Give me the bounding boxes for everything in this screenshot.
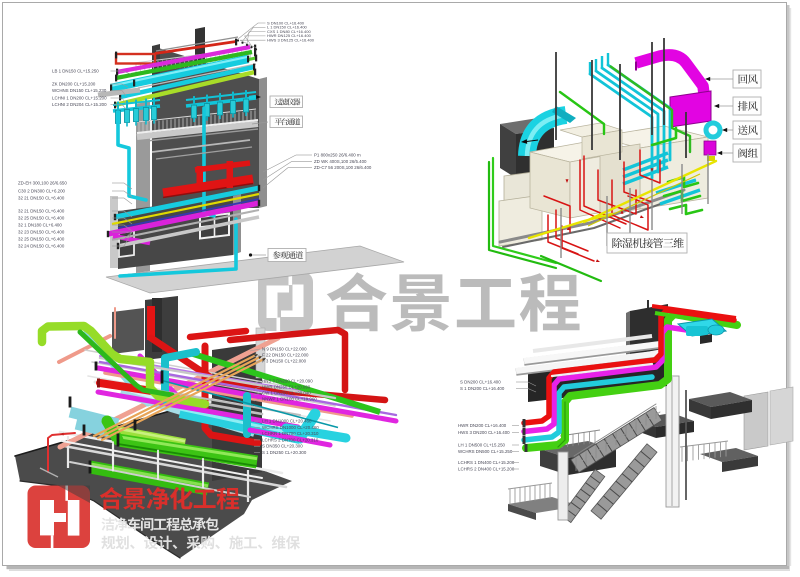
svg-text:HWR DN200 CL+16.400: HWR DN200 CL+16.400 (458, 423, 507, 428)
svg-text:ZD-EH 300,100 26/6.650: ZD-EH 300,100 26/6.650 (18, 181, 67, 186)
svg-text:LCHNI 1 DN200 CL+15.200: LCHNI 1 DN200 CL+15.200 (52, 96, 107, 101)
svg-text:LCHRS 1 DN400 CL+15.200: LCHRS 1 DN400 CL+15.200 (458, 460, 515, 465)
svg-text:LCHRR 1 DN700 CL+20.310: LCHRR 1 DN700 CL+20.310 (262, 431, 319, 436)
svg-text:F 3 DN150 CL+22.000: F 3 DN150 CL+22.000 (262, 359, 307, 364)
svg-text:WCHRS DN1000 CL+20.460: WCHRS DN1000 CL+20.460 (262, 425, 319, 430)
svg-text:32 25 DN150 CL+6.400: 32 25 DN150 CL+6.400 (18, 216, 65, 221)
svg-text:32 21 DN150 CL+6.400: 32 21 DN150 CL+6.400 (18, 209, 65, 214)
svg-text:LB 1 DN150 CL+15.250: LB 1 DN150 CL+15.250 (52, 69, 99, 74)
svg-text:LH 1 DN1000 CL+20.460: LH 1 DN1000 CL+20.460 (262, 419, 312, 424)
svg-text:C30 2 DN300 CL+6.200: C30 2 DN300 CL+6.200 (18, 189, 66, 194)
svg-text:LCHNI 2 DN204 CL+15.200: LCHNI 2 DN204 CL+15.200 (52, 102, 107, 107)
svg-text:32 24 DN150 CL+6.400: 32 24 DN150 CL+6.400 (18, 244, 65, 249)
svg-text:S DN350 CL+20.300: S DN350 CL+20.300 (262, 444, 303, 449)
svg-text:32 1 DN180 CL+6.400: 32 1 DN180 CL+6.400 (18, 223, 62, 228)
svg-text:CXS 1 DN80 CL+16.400: CXS 1 DN80 CL+16.400 (267, 29, 311, 34)
svg-text:HWR DN125 CL+16.400: HWR DN125 CL+16.400 (267, 33, 312, 38)
svg-text:ZD WK 400S,100 26/5.400: ZD WK 400S,100 26/5.400 (314, 159, 367, 164)
svg-text:L 1 DN150 CL+16.400: L 1 DN150 CL+16.400 (267, 25, 308, 30)
svg-text:LCHRS 2 DN400 CL+15.200: LCHRS 2 DN400 CL+15.200 (458, 467, 515, 472)
svg-text:32 25 DN150 CL+6.400: 32 25 DN150 CL+6.400 (18, 237, 65, 242)
svg-text:ZD-C7 56 200S,100 26/6.400: ZD-C7 56 200S,100 26/6.400 (314, 165, 372, 170)
svg-text:HWS 3 DN125 CL+16.400: HWS 3 DN125 CL+16.400 (267, 38, 315, 43)
svg-text:S 1 DN200 CL+16.400: S 1 DN200 CL+16.400 (460, 386, 505, 391)
svg-text:S 1 DN250 CL+20.300: S 1 DN250 CL+20.300 (262, 450, 307, 455)
svg-text:WCHNS DN150 CL+15.230: WCHNS DN150 CL+15.230 (52, 88, 107, 93)
svg-text:ZK DN200 CL+15.200: ZK DN200 CL+15.200 (52, 82, 96, 87)
svg-text:HWS 3 DN200 CL+16.400: HWS 3 DN200 CL+16.400 (458, 430, 510, 435)
svg-text:HWR DN250 CL+20.090: HWR DN250 CL+20.090 (262, 385, 311, 390)
svg-text:LCHRS 2 DN700 CL+20.310: LCHRS 2 DN700 CL+20.310 (262, 437, 319, 442)
svg-text:S DN200 CL+16.400: S DN200 CL+16.400 (460, 380, 501, 385)
svg-text:HNS 3 DN250 CL+20.090: HNS 3 DN250 CL+20.090 (262, 379, 313, 384)
svg-text:32 23 DN150 CL+6.400: 32 23 DN150 CL+6.400 (18, 230, 65, 235)
svg-text:N 9 DN150 CL+22.000: N 9 DN150 CL+22.000 (262, 347, 307, 352)
svg-text:NNWP 1 DN100 CL+19.960: NNWP 1 DN100 CL+19.960 (262, 397, 317, 402)
svg-text:P1 800x250 26/6.400 m: P1 800x250 26/6.400 m (314, 153, 361, 158)
svg-text:F 22 DN150 CL+22.000: F 22 DN150 CL+22.000 (262, 353, 309, 358)
svg-text:WCHRS DN500 CL+15.250: WCHRS DN500 CL+15.250 (458, 449, 513, 454)
svg-text:32 21 DN150 CL+6.400: 32 21 DN150 CL+6.400 (18, 196, 65, 201)
svg-text:LH 1 DN500 CL+15.250: LH 1 DN500 CL+15.250 (458, 443, 506, 448)
svg-text:S DN100 CL+16.400: S DN100 CL+16.400 (267, 20, 305, 25)
svg-text:CW 1 DN250 CL+20.040: CW 1 DN250 CL+20.040 (262, 391, 311, 396)
